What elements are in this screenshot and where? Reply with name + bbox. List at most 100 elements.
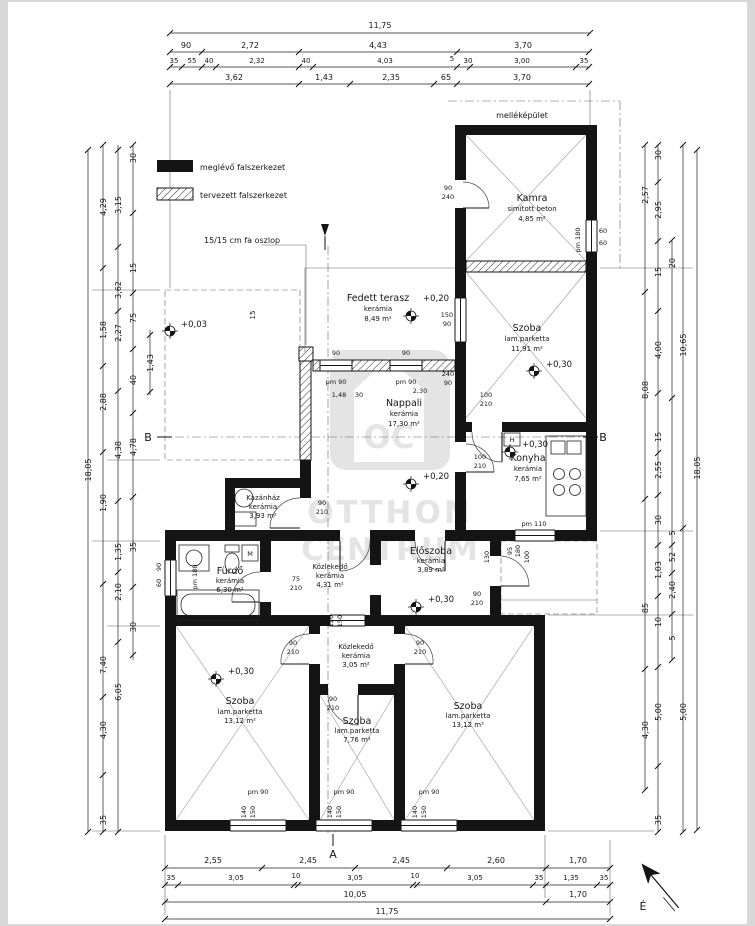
opening-label: 90 bbox=[155, 563, 163, 571]
door-arc bbox=[269, 497, 301, 529]
toilet-tank bbox=[224, 544, 240, 553]
dim-label: 15 bbox=[654, 432, 663, 442]
window bbox=[514, 529, 556, 542]
window bbox=[164, 559, 177, 597]
dim-ticks bbox=[679, 141, 687, 836]
dim-label: 1,70 bbox=[569, 890, 587, 899]
wall bbox=[358, 684, 394, 695]
planned-wall bbox=[312, 359, 321, 372]
dim-label: 3,00 bbox=[514, 57, 530, 65]
room-material: kerámia bbox=[417, 557, 445, 565]
dim-label: 40 bbox=[205, 57, 214, 65]
walls-existing bbox=[165, 125, 597, 831]
dim-label: 2,72 bbox=[241, 41, 259, 50]
opening-label: 210 bbox=[290, 584, 302, 592]
dim-ticks bbox=[668, 236, 676, 664]
window bbox=[319, 359, 353, 372]
dim-label: 52 bbox=[668, 552, 677, 562]
dim-ticks bbox=[166, 63, 593, 71]
diagonal-szoba-right bbox=[465, 271, 587, 419]
dim-label: 2,27 bbox=[114, 324, 123, 342]
dim-label: 2,55 bbox=[654, 461, 663, 479]
dim-label: 5 bbox=[668, 635, 677, 640]
opening-label: 150 bbox=[249, 806, 257, 818]
dimension-labels-top: 11,75 90 2,72 4,43 3,70 35 55 40 2,32 40… bbox=[170, 21, 589, 82]
wall bbox=[309, 664, 320, 820]
walls-planned bbox=[298, 260, 587, 461]
dim-label: 4,30 bbox=[99, 721, 108, 739]
dim-label: 90 bbox=[181, 41, 191, 50]
dim-label: 2,60 bbox=[487, 856, 505, 865]
ceiling-diagonals bbox=[175, 134, 587, 821]
dim-label: 5 bbox=[668, 530, 677, 535]
dim-label: 4,43 bbox=[369, 41, 387, 50]
dim-ticks bbox=[161, 881, 614, 889]
opening-label: 140 bbox=[411, 806, 419, 818]
level-value: +0,20 bbox=[423, 294, 449, 304]
wall bbox=[372, 820, 401, 831]
dim-line-bottom bbox=[165, 867, 610, 920]
north-arrow-shaft bbox=[649, 873, 680, 909]
room-area: 4,31 m² bbox=[316, 581, 344, 589]
opening-label: 60 bbox=[599, 227, 607, 235]
window bbox=[454, 297, 467, 343]
dim-label: 30 bbox=[129, 622, 138, 632]
dimension-labels-left: 18,05 4,29 1,58 2,88 1,90 7,40 4,30 35 3… bbox=[84, 153, 257, 825]
room-name-furdo: Fürdő bbox=[217, 566, 244, 577]
room-labels: Kamra simított beton 4,85 m² Szoba lam.p… bbox=[216, 193, 557, 744]
opening-label: 210 bbox=[414, 648, 426, 656]
room-area: 3,89 m² bbox=[417, 566, 445, 574]
watermark-monogram: OC bbox=[364, 418, 415, 456]
water-heater-label: H bbox=[510, 436, 515, 444]
opening-label: 90 bbox=[444, 184, 452, 192]
dim-ticks bbox=[114, 146, 122, 836]
dim-label: 2,45 bbox=[299, 856, 317, 865]
dim-label: 3,62 bbox=[225, 73, 243, 82]
washbasin bbox=[178, 544, 210, 572]
north-label: É bbox=[640, 900, 647, 913]
dimension-ticks bbox=[84, 29, 701, 923]
stove-burner bbox=[569, 468, 581, 480]
door-arc bbox=[471, 431, 503, 463]
opening-label: 90 bbox=[332, 349, 340, 357]
wall bbox=[370, 541, 381, 565]
dim-label: 35 bbox=[129, 542, 138, 552]
dim-ticks bbox=[693, 146, 701, 834]
opening-label: 75 bbox=[292, 575, 300, 583]
fixtures bbox=[176, 432, 587, 621]
wall bbox=[165, 615, 330, 626]
annex-roof-line bbox=[448, 100, 621, 268]
room-name-szoba-br: Szoba bbox=[454, 701, 483, 712]
dim-label: 18,05 bbox=[693, 457, 702, 480]
dim-label: 4,00 bbox=[654, 341, 663, 359]
dim-label: 35 bbox=[580, 57, 589, 65]
dim-label: 1,70 bbox=[569, 856, 587, 865]
opening-label: pm 90 bbox=[248, 788, 269, 796]
watermark-line1: OTTHON bbox=[307, 495, 473, 531]
dim-label: 1,58 bbox=[99, 321, 108, 339]
section-marker-a-bottom: A bbox=[329, 848, 337, 861]
door-arc bbox=[404, 633, 434, 665]
wall bbox=[534, 626, 545, 831]
dim-label: 2,10 bbox=[114, 583, 123, 601]
door-arc bbox=[500, 555, 530, 587]
dim-ticks bbox=[641, 141, 649, 794]
opening-label: 210 bbox=[480, 400, 492, 408]
kitchen-sink bbox=[550, 440, 566, 455]
room-material: lam.parketta bbox=[218, 708, 263, 716]
stove-burner bbox=[569, 484, 581, 496]
dim-label: 4,38 bbox=[114, 441, 123, 459]
opening-label: pm 90 bbox=[396, 378, 417, 386]
dim-label: 3,05 bbox=[467, 874, 483, 882]
dim-label: 30 bbox=[464, 57, 473, 65]
opening-label: 210 bbox=[316, 508, 328, 516]
wall bbox=[370, 595, 381, 626]
wall bbox=[586, 135, 597, 220]
wall bbox=[455, 125, 597, 135]
dim-label: 35 bbox=[654, 815, 663, 825]
opening-label: 90 bbox=[318, 499, 326, 507]
dim-label: 3,62 bbox=[114, 281, 123, 299]
wall bbox=[455, 208, 466, 268]
bathtub-inner bbox=[180, 593, 256, 617]
